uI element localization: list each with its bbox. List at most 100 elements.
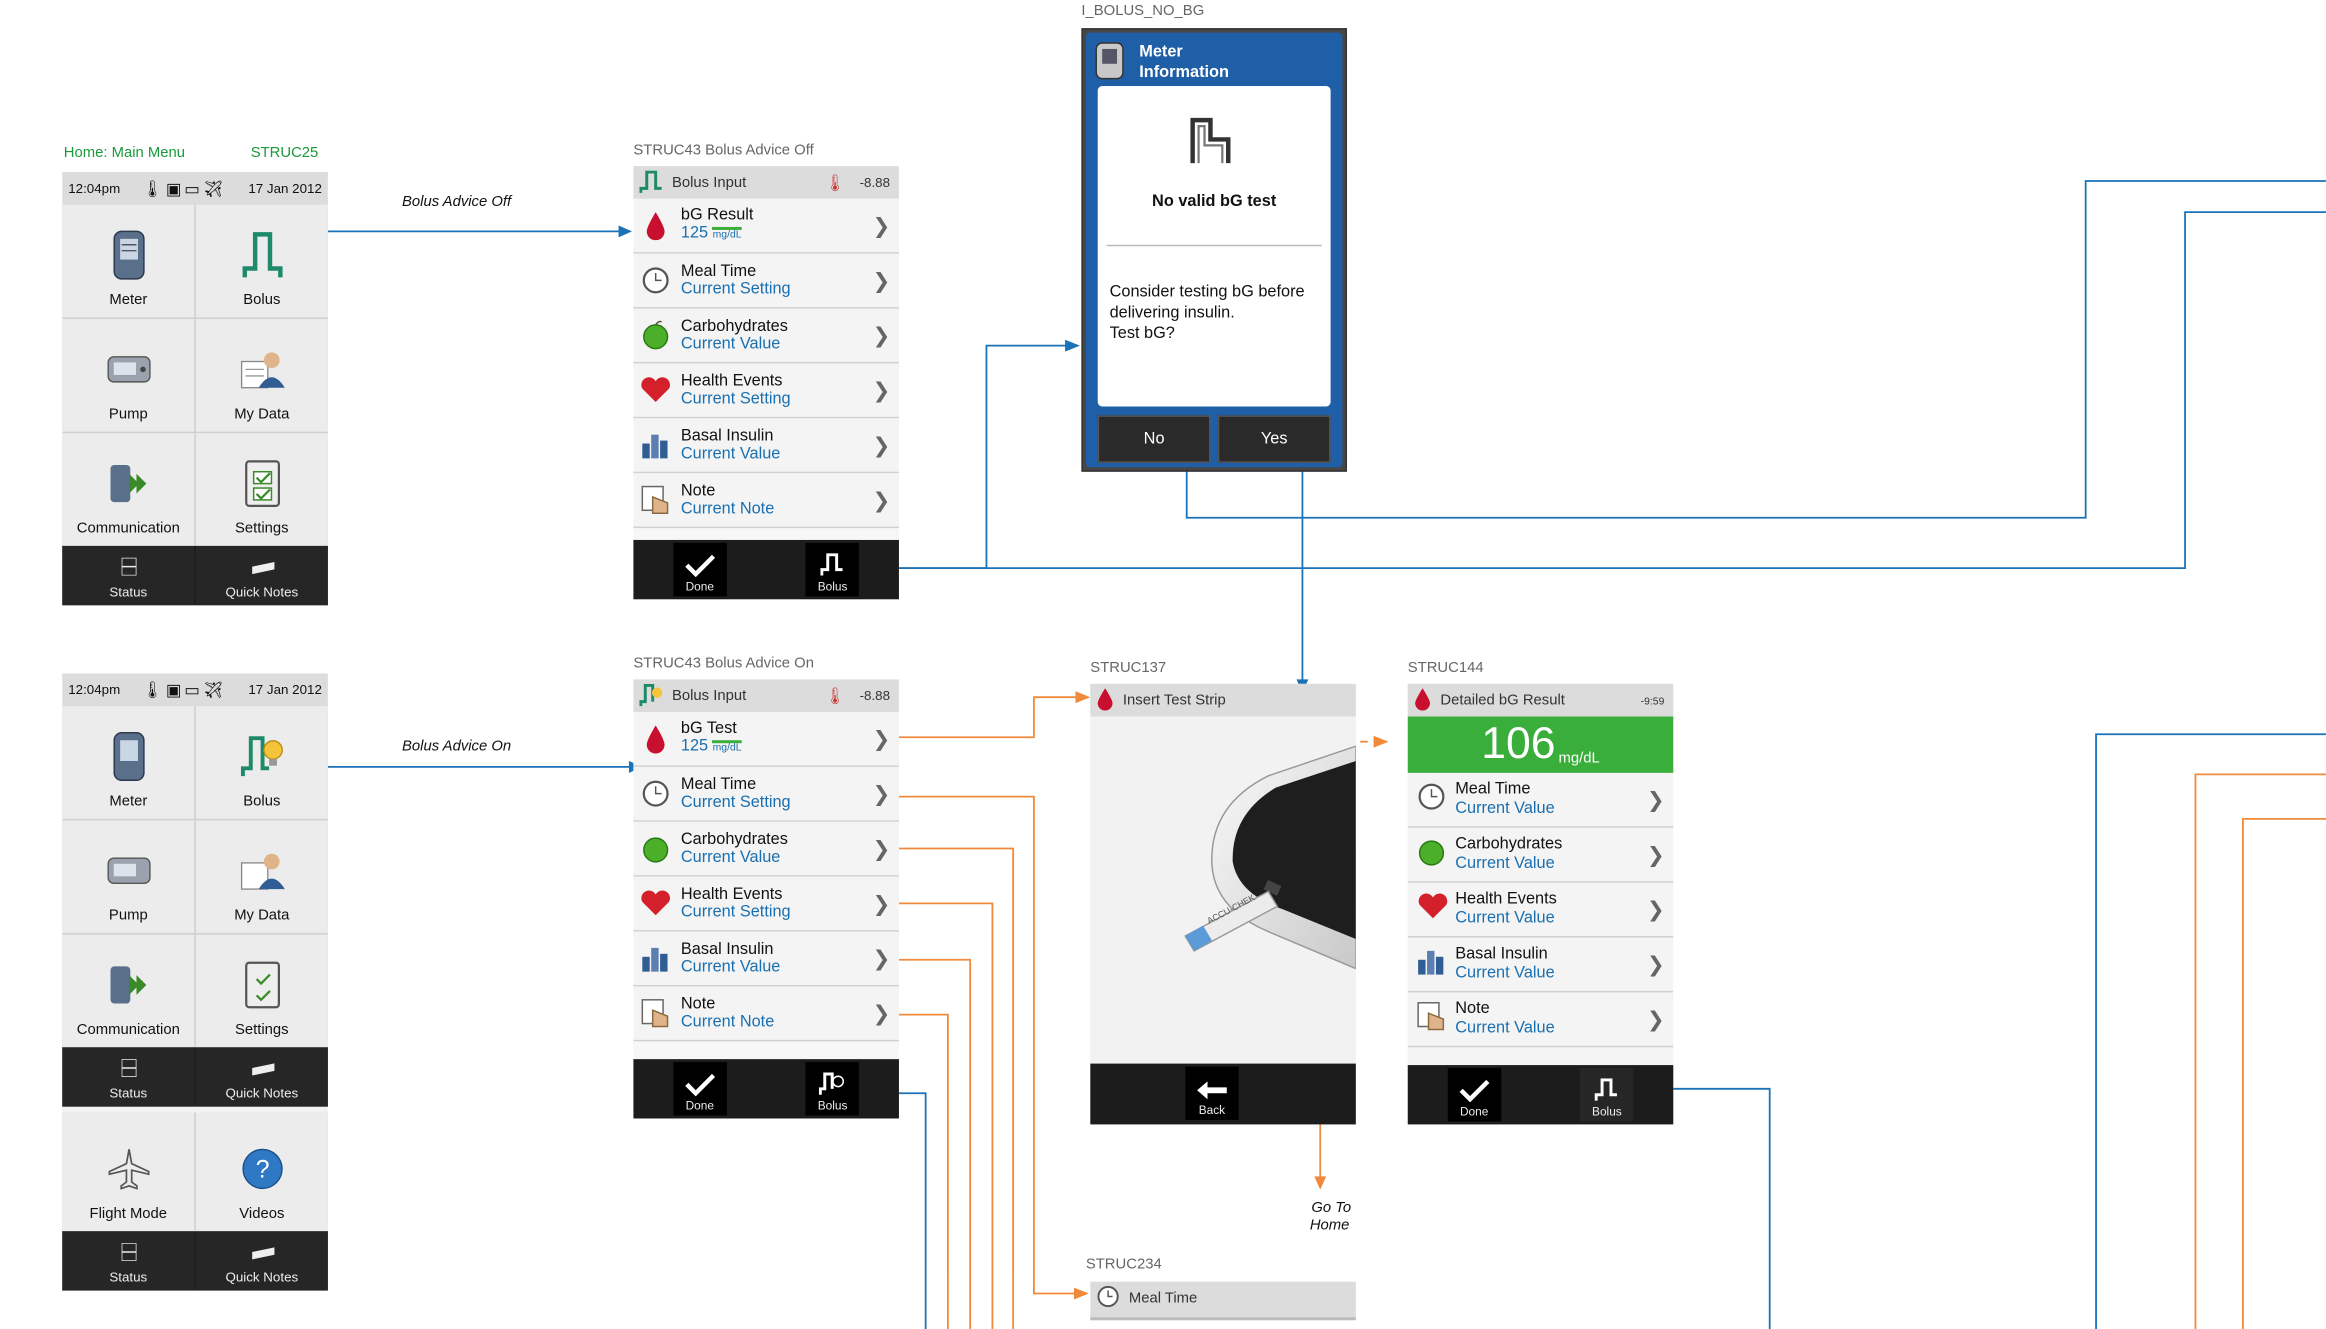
bolus-button[interactable]: Bolus [805, 1062, 860, 1116]
done-button[interactable]: Done [1447, 1068, 1501, 1122]
no-button[interactable]: No [1097, 415, 1211, 463]
row-title: Basal Insulin [680, 939, 774, 958]
bolus-icon [1595, 1078, 1619, 1105]
quick-notes-button[interactable]: Quick Notes [195, 545, 328, 606]
menu-item-communication-label: Communication [76, 520, 180, 537]
status-time: 12:04pm [68, 180, 121, 196]
dialog-heading: No valid bG test [1152, 192, 1277, 211]
status-date: 17 Jan 2012 [248, 180, 322, 196]
yes-button[interactable]: Yes [1217, 415, 1331, 463]
strip-header: Insert Test Strip [1090, 683, 1356, 717]
blood-drop-icon [1414, 686, 1432, 714]
row-title: Note [680, 481, 716, 500]
status-button[interactable]: Status [62, 545, 195, 606]
menu-item-videos[interactable]: ? Videos [195, 1112, 328, 1232]
status-button[interactable]: Status [62, 1231, 195, 1291]
apple-icon [639, 319, 672, 352]
status-icon [116, 1243, 140, 1261]
menu-item-bolus[interactable]: Bolus [195, 204, 328, 318]
result-bottom-bar: Done Bolus [1407, 1065, 1674, 1125]
bolus-bottom-bar: Done Bolus [633, 539, 899, 600]
blood-drop-icon [639, 722, 672, 755]
row-value: Current Value [680, 847, 781, 866]
menu-item-bolus[interactable]: Bolus [195, 706, 328, 819]
menu-item-pump[interactable]: Pump [62, 820, 195, 934]
bg-value: 106 [1481, 719, 1556, 769]
chevron-right-icon: ❯ [872, 781, 891, 806]
status-time: 12:04pm [68, 682, 121, 698]
done-button[interactable]: Done [673, 542, 727, 597]
home-menu-screen-2: 12:04pm 🌡▣▭✈ 17 Jan 2012 Meter Bolus Pum… [62, 673, 328, 1291]
menu-item-settings[interactable]: Settings [195, 433, 328, 546]
chevron-right-icon: ❯ [1646, 842, 1665, 867]
bolus-on-label: STRUC43 Bolus Advice On [633, 655, 814, 672]
bolus-button[interactable]: Bolus [1580, 1068, 1634, 1122]
bolus-button-label: Bolus [817, 1099, 848, 1113]
menu-item-pump[interactable]: Pump [62, 318, 195, 432]
row-value: Current Value [1455, 909, 1555, 928]
quick-notes-button[interactable]: Quick Notes [195, 1047, 328, 1107]
menu-item-meter[interactable]: Meter [62, 706, 195, 819]
chevron-right-icon: ❯ [872, 378, 891, 403]
quick-notes-button-label: Quick Notes [225, 1085, 299, 1101]
menu-item-communication[interactable]: Communication [62, 934, 195, 1048]
connector-mealtime-to-meal [833, 795, 1085, 1295]
menu-item-flight-mode[interactable]: Flight Mode [62, 1112, 195, 1232]
row-value: Current Setting [680, 902, 791, 921]
quick-notes-button-label: Quick Notes [225, 584, 299, 600]
menu-item-my-data-label: My Data [234, 406, 290, 423]
back-button[interactable]: Back [1185, 1066, 1239, 1120]
home-title-label: Home: Main Menu [63, 145, 185, 162]
chevron-right-icon: ❯ [872, 488, 891, 512]
chevron-right-icon: ❯ [872, 213, 891, 238]
meter-icon [1095, 42, 1125, 81]
airplane-icon [106, 1144, 151, 1194]
row-title: bG Result [680, 206, 754, 224]
quick-notes-icon [250, 1059, 274, 1077]
menu-item-settings[interactable]: Settings [195, 934, 328, 1048]
menu-item-communication[interactable]: Communication [62, 433, 195, 546]
status-button-label: Status [109, 1085, 148, 1101]
basal-chart-icon [1417, 946, 1450, 983]
result-time: -9:59 [1640, 697, 1665, 708]
done-button-label: Done [1459, 1105, 1489, 1119]
menu-item-pump-label: Pump [108, 907, 148, 925]
menu-item-meter[interactable]: Meter [62, 204, 195, 318]
quick-notes-button[interactable]: Quick Notes [195, 1231, 328, 1291]
menu-item-communication-label: Communication [76, 1022, 180, 1039]
bolus-button[interactable]: Bolus [805, 542, 860, 597]
connector-bolus-off-right [881, 211, 2326, 570]
back-button-label: Back [1198, 1103, 1226, 1118]
bolus-button-label: Bolus [1592, 1105, 1622, 1119]
row-value: Current Note [680, 499, 775, 517]
note-hand-icon [639, 997, 672, 1030]
status-button[interactable]: Status [62, 1047, 195, 1107]
menu-item-my-data[interactable]: My Data [195, 820, 328, 934]
menu-item-my-data[interactable]: My Data [195, 318, 328, 432]
status-bar: 12:04pm 🌡▣▭✈ 17 Jan 2012 [62, 673, 328, 707]
chevron-right-icon: ❯ [872, 726, 891, 751]
row-title: Health Events [680, 371, 783, 390]
row-value: Current Note [680, 1012, 775, 1031]
checkmark-icon [683, 553, 716, 580]
apple-icon [639, 832, 672, 865]
result-id-label: STRUC144 [1407, 660, 1484, 677]
done-button[interactable]: Done [673, 1062, 727, 1116]
